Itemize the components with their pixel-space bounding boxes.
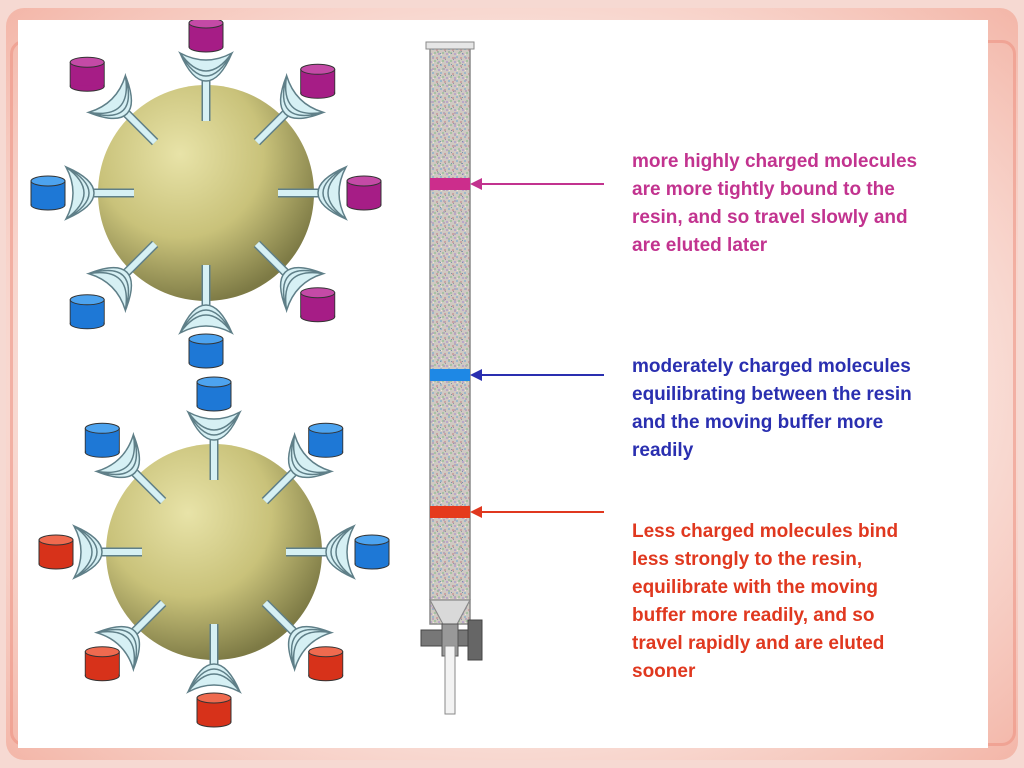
resin-bead-bottom [38, 376, 390, 728]
label-line: less strongly to the resin, [632, 549, 863, 570]
label-line: Less charged molecules bind [632, 521, 899, 542]
label-line: equilibrate with the moving [632, 577, 878, 598]
receptor-crescent [178, 304, 234, 335]
receptor-site [253, 63, 336, 146]
chromatography-column [420, 41, 483, 715]
receptor-crescent [178, 51, 234, 82]
receptor-site [186, 376, 242, 480]
label-moderately-charged: moderately charged molecules equilibrati… [632, 353, 1012, 465]
receptor-site [178, 265, 234, 369]
charged-molecule [38, 534, 74, 570]
label-line: equilibrating between the resin [632, 384, 912, 405]
receptor-crescent [72, 524, 103, 580]
receptor-crescent [287, 431, 335, 479]
charged-molecule [300, 287, 336, 323]
charged-molecule [196, 692, 232, 728]
receptor-crescent [85, 72, 133, 120]
band-high [430, 178, 470, 190]
charged-molecule [84, 646, 120, 682]
label-line: are eluted later [632, 235, 768, 256]
resin-beads [30, 20, 390, 728]
receptor-site [69, 56, 159, 146]
receptor-site [69, 240, 159, 330]
charged-molecule [300, 63, 336, 99]
receptor-crescent [279, 72, 327, 120]
label-highly-charged: more highly charged molecules are more t… [632, 148, 1012, 260]
receptor-site [84, 422, 167, 505]
receptor-site [84, 599, 167, 682]
band-low [430, 506, 470, 518]
label-line: and the moving buffer more [632, 412, 884, 433]
receptor-crescent [186, 410, 242, 441]
label-line: readily [632, 440, 694, 461]
receptor-site [261, 599, 344, 682]
receptor-crescent [93, 431, 141, 479]
slide-panel: more highly charged molecules are more t… [18, 20, 988, 748]
receptor-crescent [279, 266, 327, 314]
label-line: are more tightly bound to the [632, 179, 895, 200]
receptor-site [30, 165, 134, 221]
charged-molecule [84, 422, 120, 458]
receptor-site [186, 624, 242, 728]
charged-molecule [69, 56, 105, 92]
charged-molecule [69, 294, 105, 330]
column-outlet [444, 645, 456, 715]
receptor-site [253, 240, 336, 323]
label-line: sooner [632, 661, 696, 682]
charged-molecule [354, 534, 390, 570]
receptor-crescent [64, 165, 95, 221]
charged-molecule [30, 175, 66, 211]
charged-molecule [188, 20, 224, 53]
band-moderate [430, 369, 470, 381]
receptor-crescent [186, 663, 242, 694]
receptor-crescent [317, 165, 348, 221]
receptor-site [38, 524, 142, 580]
receptor-site [178, 20, 234, 121]
charged-molecule [346, 175, 382, 211]
resin-bead-top [30, 20, 382, 369]
receptor-crescent [93, 625, 141, 673]
charged-molecule [308, 422, 344, 458]
receptor-crescent [325, 524, 356, 580]
label-line: buffer more readily, and so [632, 605, 875, 626]
receptor-crescent [287, 625, 335, 673]
receptor-site [278, 165, 382, 221]
ion-exchange-diagram [30, 20, 604, 728]
receptor-site [286, 524, 390, 580]
charged-molecule [308, 646, 344, 682]
label-line: moderately charged molecules [632, 356, 911, 377]
label-less-charged: Less charged molecules bind less strongl… [632, 518, 1012, 686]
receptor-crescent [85, 266, 133, 314]
label-line: travel rapidly and are eluted [632, 633, 885, 654]
label-line: resin, and so travel slowly and [632, 207, 908, 228]
column-rim [425, 41, 475, 50]
charged-molecule [196, 376, 232, 412]
pointer-arrows [470, 178, 604, 518]
label-line: more highly charged molecules [632, 151, 918, 172]
charged-molecule [188, 333, 224, 369]
receptor-site [261, 422, 344, 505]
